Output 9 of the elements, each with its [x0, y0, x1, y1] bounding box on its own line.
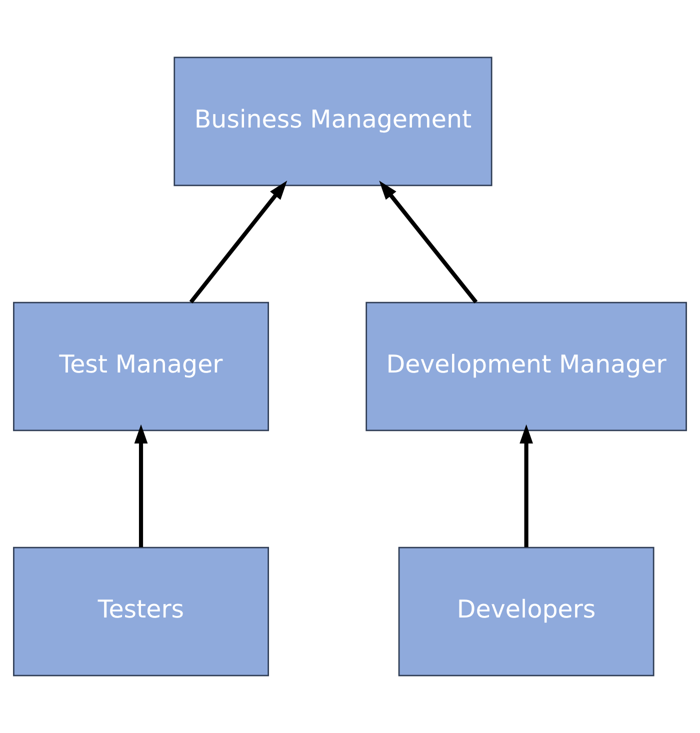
node-box: Development Manager	[366, 302, 687, 432]
node-box: Developers	[398, 546, 654, 676]
arrow	[520, 424, 533, 548]
arrow	[379, 180, 478, 304]
arrow	[134, 424, 148, 548]
arrow	[189, 180, 288, 304]
node-box: Testers	[13, 546, 269, 676]
node-box: Business Management	[174, 56, 492, 186]
node-box: Test Manager	[13, 302, 269, 432]
